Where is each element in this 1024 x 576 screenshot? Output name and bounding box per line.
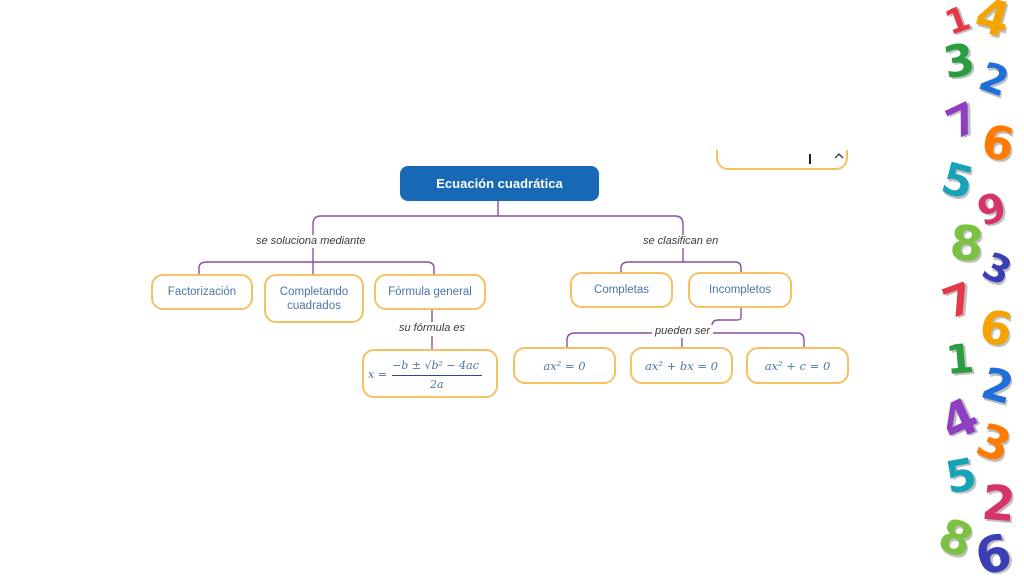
caret-up-icon (834, 153, 844, 159)
node-factorizacion: Factorización (151, 274, 253, 310)
cropped-box-fragment (716, 150, 848, 170)
node-ax2-c-0: ax² + c = 0 (746, 347, 849, 384)
decorative-digit: 2 (976, 357, 1019, 416)
decorative-digit: 4 (969, 0, 1017, 50)
decorative-digit: 1 (944, 335, 976, 385)
link-pueden-ser: pueden ser (652, 325, 714, 337)
link-se-soluciona: se soluciona mediante (253, 235, 369, 247)
left-group-connector (198, 248, 435, 276)
formula-lhs: x = (368, 368, 387, 381)
right-group-connector (620, 248, 742, 272)
fraction-bar (392, 375, 482, 376)
formula-node: x = −b ± √b² − 4ac 2a (362, 349, 498, 398)
decorative-digit: 5 (936, 152, 979, 211)
decorative-digit: 3 (939, 33, 979, 90)
decorative-digit: 3 (975, 243, 1019, 295)
incompletos-connector (566, 308, 805, 347)
node-ax2-0: ax² = 0 (513, 347, 616, 384)
decorative-digit: 7 (938, 92, 987, 149)
decorative-digit: 6 (975, 298, 1017, 358)
root-connector (312, 201, 684, 236)
decorative-digit: 2 (979, 474, 1018, 534)
root-node: Ecuación cuadrática (400, 166, 599, 201)
decorative-digit: 6 (977, 113, 1019, 173)
formula-numerator: −b ± √b² − 4ac (392, 359, 479, 372)
decorative-digit: 8 (947, 214, 986, 274)
decorative-digit: 7 (936, 272, 981, 329)
link-su-formula: su fórmula es (396, 322, 469, 334)
node-incompletos: Incompletos (688, 272, 792, 308)
decorative-digit: 2 (972, 53, 1015, 107)
node-formula-general: Fórmula general (374, 274, 486, 310)
node-completas: Completas (570, 272, 673, 308)
formula-denominator: 2a (430, 378, 444, 391)
node-ax2-bx-0: ax² + bx = 0 (630, 347, 733, 384)
node-completando-cuadrados: Completando cuadrados (264, 274, 364, 323)
link-se-clasifican: se clasifican en (640, 235, 722, 247)
decorative-digit: 6 (969, 522, 1018, 576)
text-cursor-mark (809, 154, 811, 164)
